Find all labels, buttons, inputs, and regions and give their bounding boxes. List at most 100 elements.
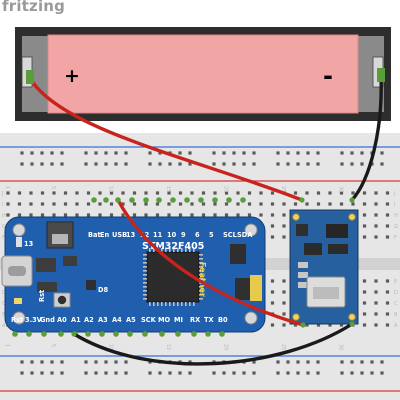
bottom-pin[interactable] <box>85 331 91 337</box>
breadboard-hole[interactable] <box>385 224 390 228</box>
wire-black-battery[interactable] <box>350 73 383 202</box>
rail-hole[interactable] <box>158 162 162 166</box>
rail-hole[interactable] <box>84 360 88 364</box>
rail-hole[interactable] <box>50 371 54 375</box>
breadboard-hole[interactable] <box>374 213 378 217</box>
breadboard-hole[interactable] <box>17 213 22 217</box>
rail-hole[interactable] <box>276 371 280 375</box>
breadboard-hole[interactable] <box>259 191 263 195</box>
rail-hole[interactable] <box>360 151 364 155</box>
rail-hole[interactable] <box>104 151 108 155</box>
breadboard-hole[interactable] <box>52 191 56 195</box>
breadboard-hole[interactable] <box>259 202 263 206</box>
breadboard-hole[interactable] <box>362 202 367 206</box>
bottom-pin[interactable] <box>142 331 148 337</box>
rail-hole[interactable] <box>380 151 384 155</box>
breadboard-hole[interactable] <box>282 290 286 294</box>
breadboard-hole[interactable] <box>190 191 194 195</box>
breadboard-hole[interactable] <box>328 202 332 206</box>
rail-hole[interactable] <box>286 162 290 166</box>
rail-hole[interactable] <box>296 371 300 375</box>
breadboard-hole[interactable] <box>293 323 298 327</box>
rail-hole[interactable] <box>94 371 98 375</box>
breadboard-hole[interactable] <box>224 191 229 195</box>
top-pin[interactable] <box>184 197 190 203</box>
breadboard-hole[interactable] <box>247 213 252 217</box>
breadboard-hole[interactable] <box>351 202 355 206</box>
breadboard-hole[interactable] <box>362 224 367 228</box>
breadboard-hole[interactable] <box>236 213 240 217</box>
rail-hole[interactable] <box>212 162 216 166</box>
breadboard-hole[interactable] <box>385 279 390 283</box>
breadboard-hole[interactable] <box>328 191 332 195</box>
bottom-pin[interactable] <box>219 331 225 337</box>
breadboard-hole[interactable] <box>316 191 321 195</box>
breadboard-hole[interactable] <box>305 191 309 195</box>
rail-hole[interactable] <box>148 162 152 166</box>
rail-hole[interactable] <box>350 151 354 155</box>
rail-hole[interactable] <box>20 360 24 364</box>
rail-hole[interactable] <box>30 371 34 375</box>
rail-hole[interactable] <box>296 162 300 166</box>
breadboard-hole[interactable] <box>201 191 206 195</box>
breadboard-hole[interactable] <box>144 202 148 206</box>
breadboard-hole[interactable] <box>40 213 45 217</box>
rail-hole[interactable] <box>84 151 88 155</box>
breadboard-hole[interactable] <box>86 213 91 217</box>
rail-hole[interactable] <box>178 162 182 166</box>
breadboard-hole[interactable] <box>155 191 160 195</box>
rail-hole[interactable] <box>94 162 98 166</box>
breadboard-hole[interactable] <box>282 213 286 217</box>
rail-hole[interactable] <box>20 371 24 375</box>
rail-hole[interactable] <box>222 162 226 166</box>
rail-hole[interactable] <box>306 371 310 375</box>
breadboard-hole[interactable] <box>213 202 217 206</box>
breadboard-hole[interactable] <box>374 312 378 316</box>
breadboard-hole[interactable] <box>190 202 194 206</box>
rail-hole[interactable] <box>350 371 354 375</box>
breadboard-hole[interactable] <box>98 191 102 195</box>
rail-hole[interactable] <box>276 151 280 155</box>
rail-hole[interactable] <box>40 162 44 166</box>
rail-hole[interactable] <box>30 360 34 364</box>
breadboard-hole[interactable] <box>75 191 79 195</box>
breadboard-hole[interactable] <box>374 191 378 195</box>
rail-hole[interactable] <box>114 151 118 155</box>
rail-hole[interactable] <box>60 162 64 166</box>
rail-hole[interactable] <box>232 371 236 375</box>
rail-hole[interactable] <box>148 360 152 364</box>
breadboard-hole[interactable] <box>109 202 114 206</box>
rail-hole[interactable] <box>380 371 384 375</box>
breadboard-hole[interactable] <box>109 213 114 217</box>
breadboard-hole[interactable] <box>213 191 217 195</box>
wire-black-gnd[interactable] <box>72 322 354 366</box>
rail-hole[interactable] <box>94 151 98 155</box>
breadboard-hole[interactable] <box>362 213 367 217</box>
breadboard-hole[interactable] <box>144 191 148 195</box>
rail-hole[interactable] <box>360 162 364 166</box>
breadboard-hole[interactable] <box>305 202 309 206</box>
breadboard-hole[interactable] <box>155 213 160 217</box>
rail-hole[interactable] <box>306 360 310 364</box>
rail-hole[interactable] <box>40 371 44 375</box>
top-pin[interactable] <box>91 197 97 203</box>
breadboard-hole[interactable] <box>270 202 275 206</box>
wire-red-bat[interactable] <box>116 198 305 327</box>
rail-hole[interactable] <box>158 371 162 375</box>
bottom-pin[interactable] <box>26 331 32 337</box>
rail-hole[interactable] <box>252 360 256 364</box>
breadboard-hole[interactable] <box>385 312 390 316</box>
breadboard-hole[interactable] <box>374 323 378 327</box>
breadboard-hole[interactable] <box>6 191 10 195</box>
breadboard-hole[interactable] <box>213 213 217 217</box>
breadboard-hole[interactable] <box>132 213 137 217</box>
breadboard-hole[interactable] <box>316 202 321 206</box>
breadboard-hole[interactable] <box>29 213 33 217</box>
bottom-pin[interactable] <box>191 331 197 337</box>
breadboard-hole[interactable] <box>339 323 344 327</box>
breadboard-hole[interactable] <box>270 224 275 228</box>
breadboard-hole[interactable] <box>339 191 344 195</box>
breadboard-hole[interactable] <box>339 202 344 206</box>
rail-hole[interactable] <box>124 151 128 155</box>
top-pin[interactable] <box>129 197 135 203</box>
